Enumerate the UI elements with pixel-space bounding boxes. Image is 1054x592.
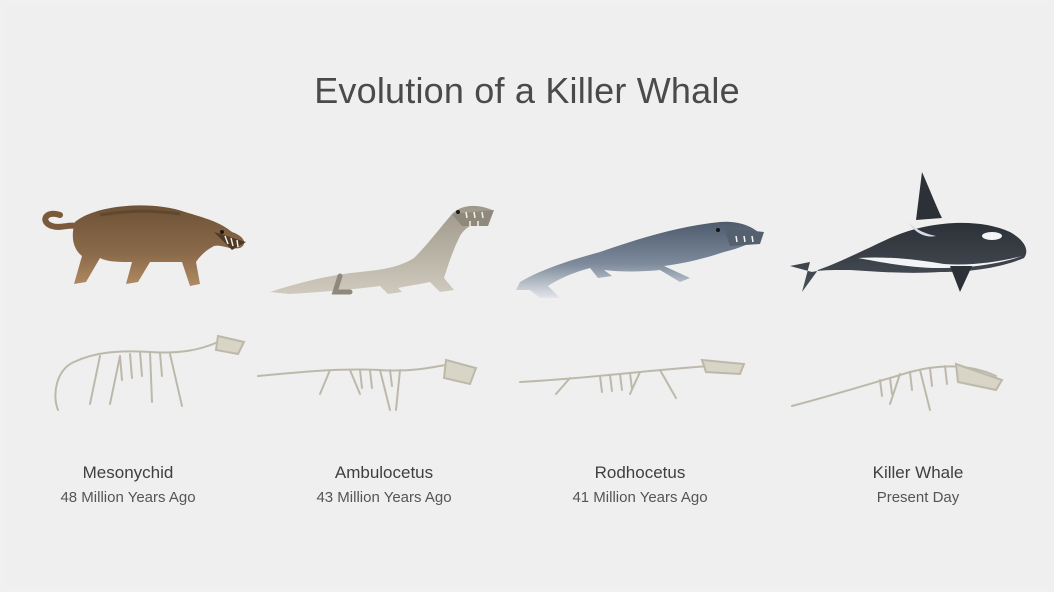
killer-whale-skeleton-icon <box>792 364 1002 410</box>
stage-rodhocetus: Rodhocetus 41 Million Years Ago <box>520 463 760 506</box>
mesonychid-skeleton-icon <box>55 336 244 410</box>
stage-age: 41 Million Years Ago <box>520 489 760 506</box>
stage-age: 48 Million Years Ago <box>8 489 248 506</box>
mesonychid-icon <box>45 205 246 286</box>
stage-age: 43 Million Years Ago <box>264 489 504 506</box>
ambulocetus-skeleton-icon <box>258 360 476 410</box>
stage-ambulocetus: Ambulocetus 43 Million Years Ago <box>264 463 504 506</box>
ambulocetus-icon <box>270 206 494 294</box>
stage-age: Present Day <box>798 489 1038 506</box>
stage-name: Rodhocetus <box>520 463 760 483</box>
stage-name: Ambulocetus <box>264 463 504 483</box>
killer-whale-icon <box>790 172 1026 292</box>
stage-mesonychid: Mesonychid 48 Million Years Ago <box>8 463 248 506</box>
rodhocetus-icon <box>516 222 764 298</box>
stage-name: Mesonychid <box>8 463 248 483</box>
stage-name: Killer Whale <box>798 463 1038 483</box>
rodhocetus-skeleton-icon <box>520 360 744 398</box>
stage-killer-whale: Killer Whale Present Day <box>798 463 1038 506</box>
